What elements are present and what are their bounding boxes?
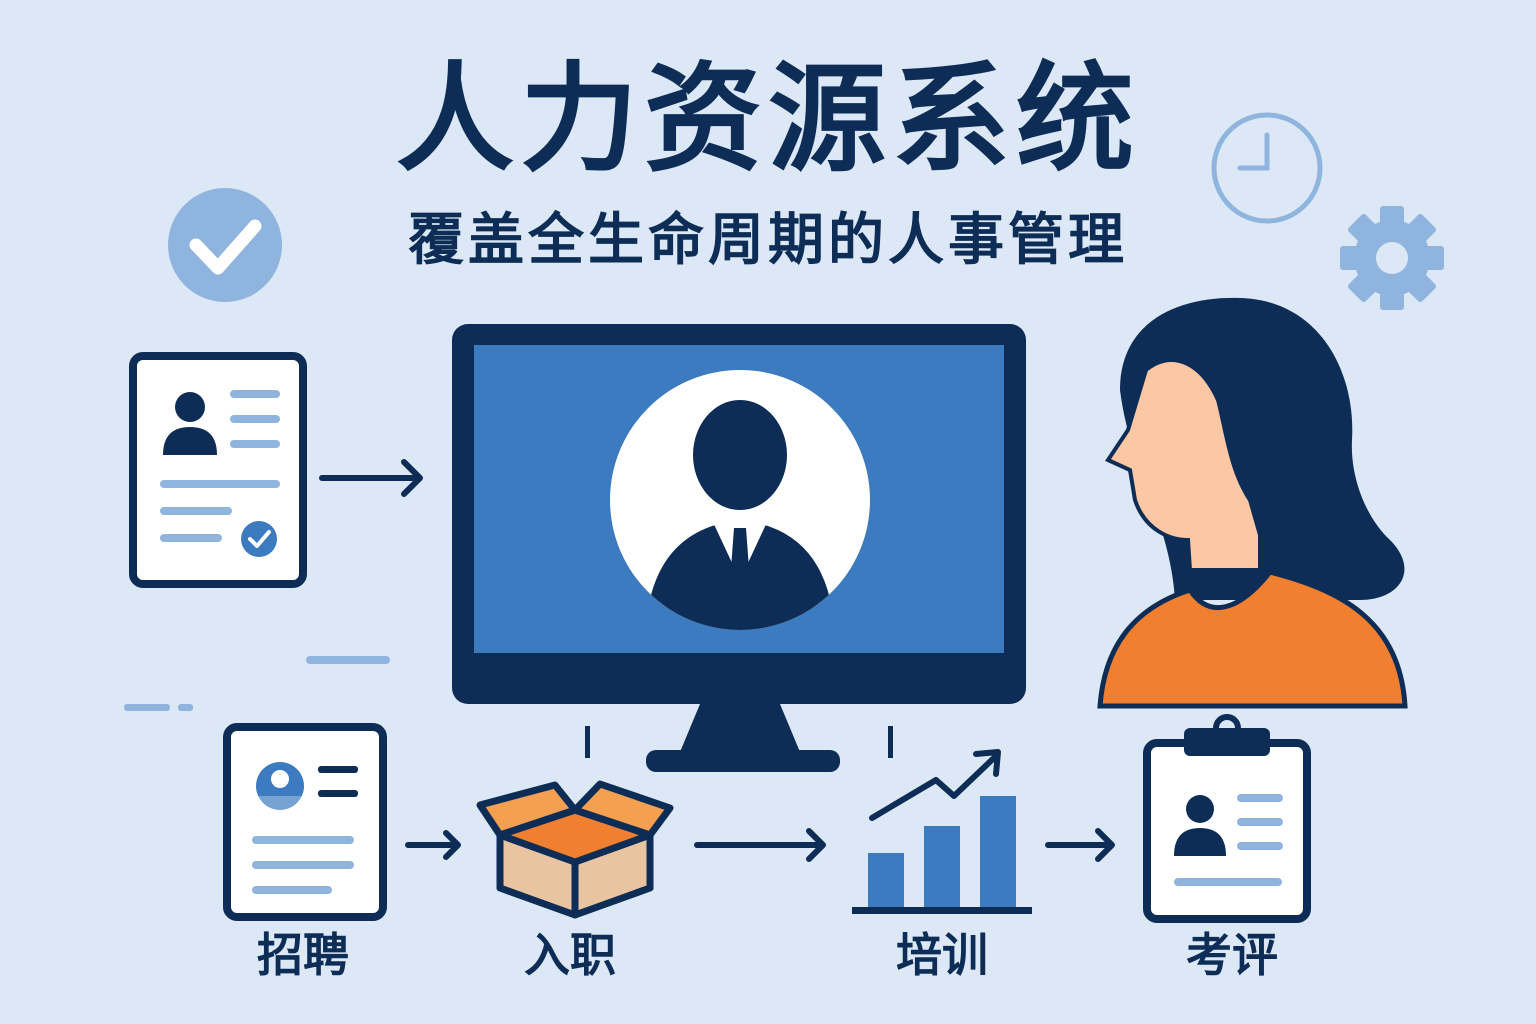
- checkmark-badge-icon: [168, 188, 282, 302]
- growth-chart-icon: [852, 749, 1032, 914]
- arrow-step-3: [1045, 828, 1115, 862]
- decorative-dashes: [124, 656, 893, 758]
- step-label-evaluation: 考评: [1186, 928, 1278, 982]
- arrow-step-2: [694, 828, 826, 862]
- step-label-recruitment: 招聘: [257, 928, 349, 982]
- clipboard-icon: [1143, 714, 1311, 923]
- woman-illustration: [1097, 297, 1408, 709]
- page-title: 人力资源系统: [395, 50, 1140, 188]
- clock-icon: [1211, 112, 1323, 224]
- page-subtitle: 覆盖全生命周期的人事管理: [408, 208, 1128, 273]
- step-label-onboarding: 入职: [524, 928, 616, 982]
- arrow-step-1: [405, 830, 461, 860]
- step-label-training: 培训: [896, 928, 988, 982]
- employee-avatar-icon: [610, 370, 870, 630]
- gear-icon: [1340, 206, 1444, 310]
- arrow-to-monitor: [319, 459, 423, 497]
- resume-card-top: [129, 352, 307, 588]
- resume-icon: [223, 723, 387, 921]
- box-icon: [476, 780, 674, 919]
